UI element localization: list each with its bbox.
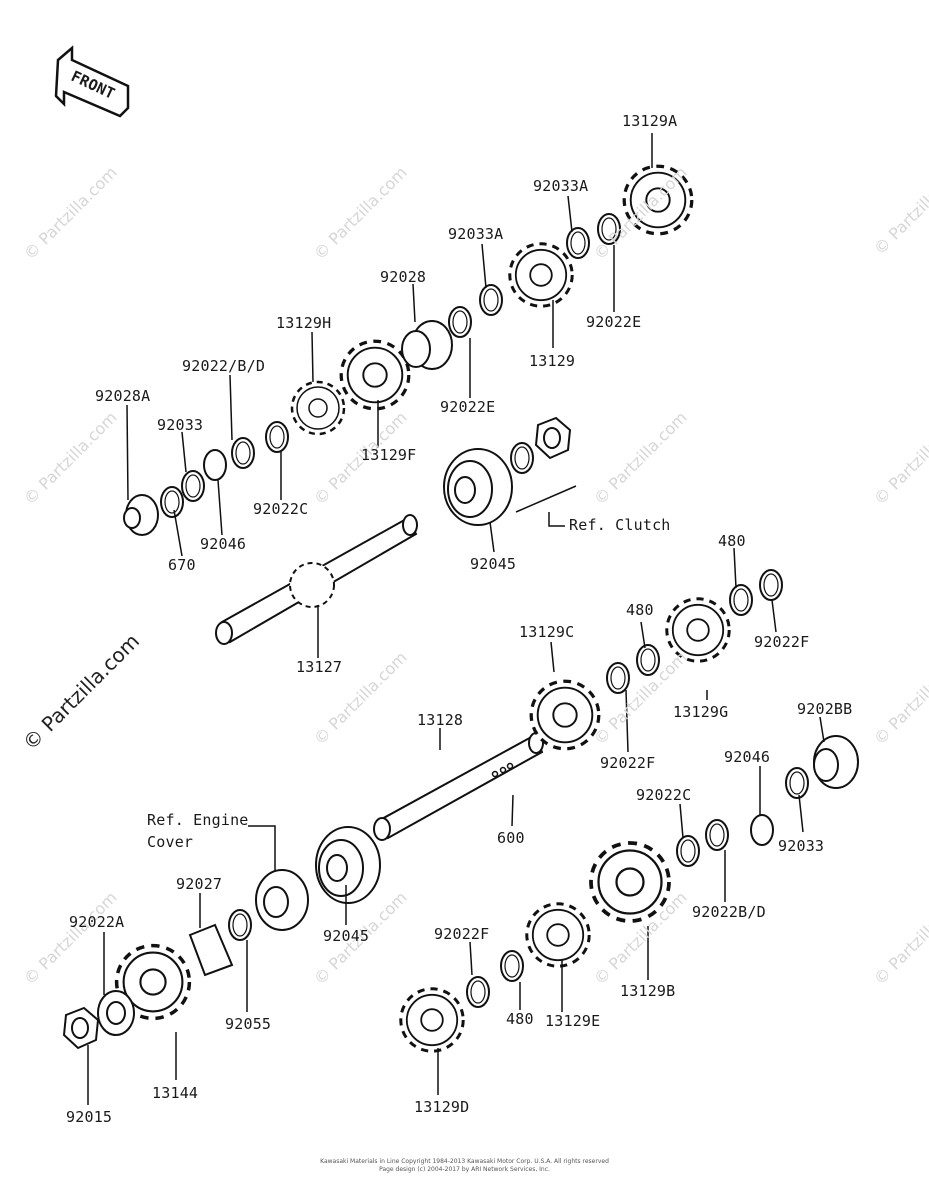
copyright-text: Page design (c) 2004-2017 by ARI Network… — [379, 1166, 550, 1173]
gear-13129C — [529, 679, 601, 751]
ref-engine-cover-note: Cover — [147, 833, 194, 851]
part-label-670[interactable]: 670 — [168, 556, 196, 574]
part-label-92022E[interactable]: 92022E — [586, 313, 642, 331]
part-label-13127[interactable]: 13127 — [296, 658, 343, 676]
part-label-92022E[interactable]: 92022E — [440, 398, 496, 416]
part-label-13129F[interactable]: 13129F — [361, 446, 417, 464]
collar-92028B — [813, 735, 859, 789]
gear-13129H — [290, 380, 346, 436]
seal-92027 — [255, 869, 309, 931]
part-label-92022F[interactable]: 92022F — [754, 633, 810, 651]
part-label-480[interactable]: 480 — [506, 1010, 534, 1028]
bearing-92045-upper — [443, 448, 513, 526]
washer-92022A — [97, 990, 135, 1036]
part-label-92033A[interactable]: 92033A — [448, 225, 504, 243]
part-label-13129A[interactable]: 13129A — [622, 112, 678, 130]
part-label-92022B-D[interactable]: 92022B/D — [692, 903, 766, 921]
part-label-13144[interactable]: 13144 — [152, 1084, 199, 1102]
pin-600 — [491, 762, 514, 778]
part-label-92045[interactable]: 92045 — [470, 555, 517, 573]
part-label-92028[interactable]: 92028 — [380, 268, 427, 286]
part-label-92022-B-D[interactable]: 92022/B/D — [182, 357, 266, 375]
shaft-13127 — [215, 514, 418, 645]
part-label-92033A[interactable]: 92033A — [533, 177, 589, 195]
gear-13129D — [399, 987, 465, 1053]
part-label-13128[interactable]: 13128 — [417, 711, 464, 729]
part-label-13129H[interactable]: 13129H — [276, 314, 332, 332]
part-label-92046[interactable]: 92046 — [200, 535, 247, 553]
part-label-480[interactable]: 480 — [626, 601, 654, 619]
part-label-92027[interactable]: 92027 — [176, 875, 223, 893]
leader-lines — [87, 133, 825, 1105]
part-label-13129[interactable]: 13129 — [529, 352, 576, 370]
part-label-92045[interactable]: 92045 — [323, 927, 370, 945]
copyright-text: Kawasaki Materials in Line Copyright 198… — [320, 1158, 609, 1165]
collar-92028 — [401, 320, 453, 370]
nut-92015 — [62, 1006, 100, 1050]
gear-13129E — [525, 902, 591, 968]
part-label-92022C[interactable]: 92022C — [253, 500, 309, 518]
gear-13129 — [508, 242, 574, 308]
part-label-480[interactable]: 480 — [718, 532, 746, 550]
sleeve-92027 — [188, 923, 234, 977]
clutch-nut — [534, 416, 572, 460]
part-label-13129D[interactable]: 13129D — [414, 1098, 470, 1116]
part-label-92046[interactable]: 92046 — [724, 748, 771, 766]
shaft-13128 — [373, 732, 544, 841]
ref-engine-cover-note: Ref. Engine — [147, 811, 249, 829]
needle-bearing-92046-upper — [203, 449, 227, 481]
part-label-600[interactable]: 600 — [497, 829, 525, 847]
part-label-92022F[interactable]: 92022F — [600, 754, 656, 772]
part-label-92055[interactable]: 92055 — [225, 1015, 272, 1033]
part-label-13129C[interactable]: 13129C — [519, 623, 575, 641]
collar-92028A — [123, 494, 159, 536]
part-label-13129E[interactable]: 13129E — [545, 1012, 601, 1030]
part-label-92028A[interactable]: 92028A — [95, 387, 151, 405]
part-label-13129B[interactable]: 13129B — [620, 982, 676, 1000]
part-label-92028B[interactable]: 9202BB — [797, 700, 853, 718]
part-label-92022A[interactable]: 92022A — [69, 913, 125, 931]
part-label-92022F[interactable]: 92022F — [434, 925, 490, 943]
part-label-92022C[interactable]: 92022C — [636, 786, 692, 804]
part-label-92033[interactable]: 92033 — [778, 837, 825, 855]
front-arrow-icon — [54, 45, 130, 118]
gear-13129F — [339, 339, 411, 411]
needle-bearing-92046-lower — [750, 814, 774, 846]
bearing-92045-lower — [315, 826, 381, 904]
part-label-92033[interactable]: 92033 — [157, 416, 204, 434]
part-label-13129G[interactable]: 13129G — [673, 703, 729, 721]
part-label-92015[interactable]: 92015 — [66, 1108, 113, 1126]
ref-clutch-note: Ref. Clutch — [569, 516, 671, 534]
